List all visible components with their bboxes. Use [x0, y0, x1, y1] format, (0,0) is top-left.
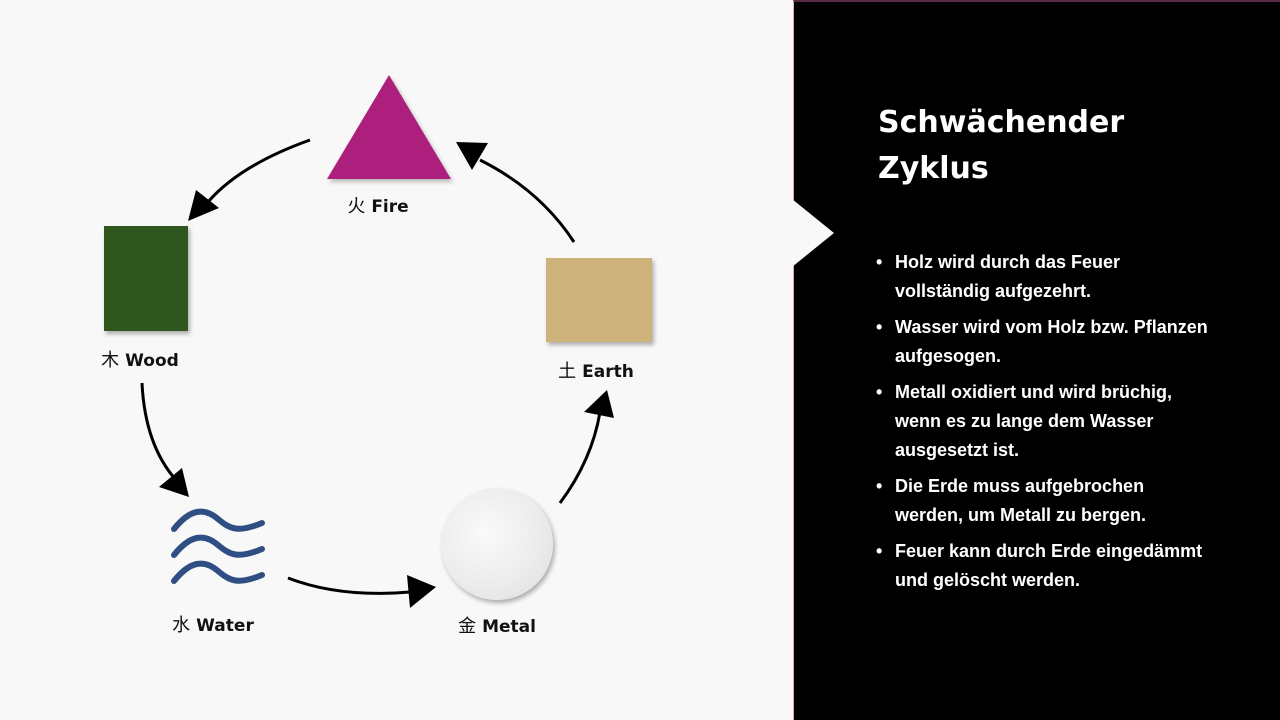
bullet-text: Wasser wird vom Holz bzw. Pflanzen aufge…: [895, 317, 1208, 366]
cycle-arrows: [140, 138, 614, 608]
fire-triangle-icon: [327, 75, 451, 179]
arrow-fire-to-wood: [188, 138, 311, 221]
bullet-item: • Feuer kann durch Erde eingedämmt und ge…: [876, 537, 1216, 595]
bullet-text: Holz wird durch das Feuer vollständig au…: [895, 252, 1121, 301]
bullet-icon: •: [876, 476, 883, 496]
arrow-earth-to-fire: [456, 142, 576, 243]
bullet-text: Die Erde muss aufgebrochen werden, um Me…: [895, 476, 1147, 525]
bullet-icon: •: [876, 317, 883, 337]
bullet-item: • Wasser wird vom Holz bzw. Pflanzen aufg…: [876, 313, 1216, 371]
earth-glyph: 土: [558, 361, 577, 382]
metal-circle-icon: [441, 488, 553, 600]
panel-title: Schwächender Zyklus: [878, 100, 1258, 192]
panel-notch-pointer-icon: [792, 199, 834, 267]
wood-rectangle-icon: [104, 226, 188, 331]
panel-title-line-2: Zyklus: [878, 151, 989, 186]
bullet-text: Metall oxidiert und wird brüchig, wenn e…: [895, 382, 1173, 460]
bullet-icon: •: [876, 252, 883, 272]
bullet-icon: •: [876, 541, 883, 561]
bullet-icon: •: [876, 382, 883, 402]
arrow-metal-to-earth: [558, 390, 614, 504]
arrow-water-to-metal: [287, 575, 436, 608]
water-waves-icon: [171, 508, 265, 584]
bullet-list: • Holz wird durch das Feuer vollständig a…: [876, 248, 1216, 602]
fire-name: Fire: [371, 197, 409, 217]
arrow-wood-to-water: [140, 382, 189, 497]
metal-name: Metal: [482, 617, 536, 637]
bullet-item: • Metall oxidiert und wird brüchig, wenn …: [876, 378, 1216, 465]
water-glyph: 水: [172, 615, 191, 636]
bullet-text: Feuer kann durch Erde eingedämmt und gel…: [895, 541, 1203, 590]
panel-title-line-1: Schwächender: [878, 105, 1125, 140]
text-panel: [793, 0, 1280, 720]
water-name: Water: [196, 616, 254, 636]
metal-glyph: 金: [458, 616, 477, 637]
earth-rectangle-icon: [546, 258, 652, 342]
bullet-item: • Holz wird durch das Feuer vollständig a…: [876, 248, 1216, 306]
fire-glyph: 火: [347, 196, 366, 217]
earth-name: Earth: [582, 362, 634, 382]
bullet-item: • Die Erde muss aufgebrochen werden, um M…: [876, 472, 1216, 530]
wood-glyph: 木: [101, 350, 120, 371]
wood-name: Wood: [125, 351, 179, 371]
